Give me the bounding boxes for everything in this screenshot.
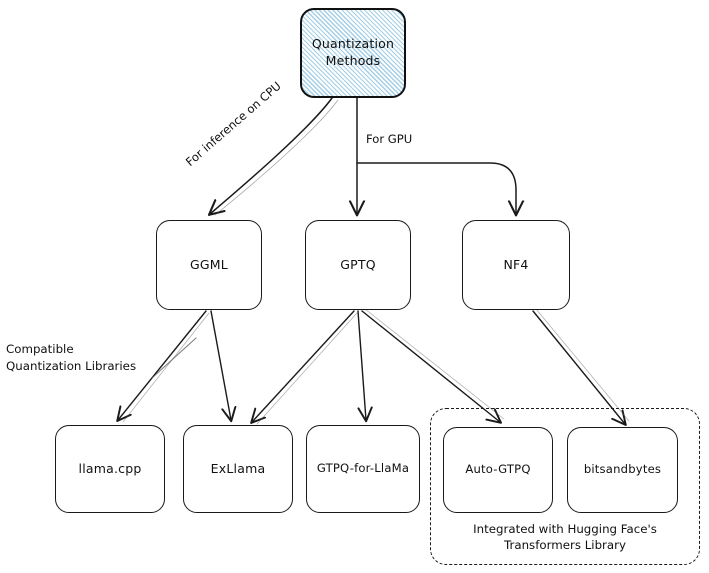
edge-label-for-inference-on-cpu: For inference on CPU bbox=[181, 77, 286, 171]
node-label-quantization-methods: Quantization Methods bbox=[311, 36, 395, 68]
group-huggingface-transformers bbox=[430, 408, 700, 565]
node-label-auto-gtpq: Auto-GTPQ bbox=[465, 462, 531, 477]
edge-nf4-to-bitsandbytes bbox=[532, 308, 630, 424]
node-gtpq-for-llama[interactable]: GTPQ-for-LlaMa bbox=[306, 425, 420, 513]
edge-gptq-to-exllama bbox=[252, 310, 358, 425]
node-label-gtpq-for-llama: GTPQ-for-LlaMa bbox=[316, 461, 410, 476]
node-label-llama-cpp: llama.cpp bbox=[78, 460, 142, 476]
node-exllama[interactable]: ExLlama bbox=[183, 425, 293, 513]
node-auto-gtpq[interactable]: Auto-GTPQ bbox=[443, 427, 553, 513]
node-label-gptq: GPTQ bbox=[340, 256, 376, 272]
node-llama-cpp[interactable]: llama.cpp bbox=[55, 425, 165, 513]
edge-gptq-to-gtpq-for-llama bbox=[357, 310, 366, 420]
edge-ggml-to-exllama bbox=[210, 310, 231, 420]
edge-label-for-gpu: For GPU bbox=[364, 132, 415, 146]
node-quantization-methods[interactable]: Quantization Methods bbox=[300, 8, 406, 98]
node-label-bitsandbytes: bitsandbytes bbox=[583, 462, 662, 477]
edge-gptq-to-auto-gtpq bbox=[361, 308, 505, 422]
node-label-exllama: ExLlama bbox=[210, 460, 266, 476]
node-label-nf4: NF4 bbox=[503, 256, 529, 272]
node-bitsandbytes[interactable]: bitsandbytes bbox=[567, 427, 678, 513]
node-ggml[interactable]: GGML bbox=[156, 220, 262, 310]
edge-root-to-nf4 bbox=[356, 162, 516, 214]
node-nf4[interactable]: NF4 bbox=[462, 220, 570, 310]
group-caption-huggingface: Integrated with Hugging Face's Transform… bbox=[473, 522, 657, 552]
edge-root-to-ggml bbox=[210, 97, 339, 215]
node-gptq[interactable]: GPTQ bbox=[305, 220, 411, 310]
side-label-compatible-quantization-libraries: Compatible Quantization Libraries bbox=[6, 342, 137, 374]
node-label-ggml: GGML bbox=[190, 256, 228, 272]
